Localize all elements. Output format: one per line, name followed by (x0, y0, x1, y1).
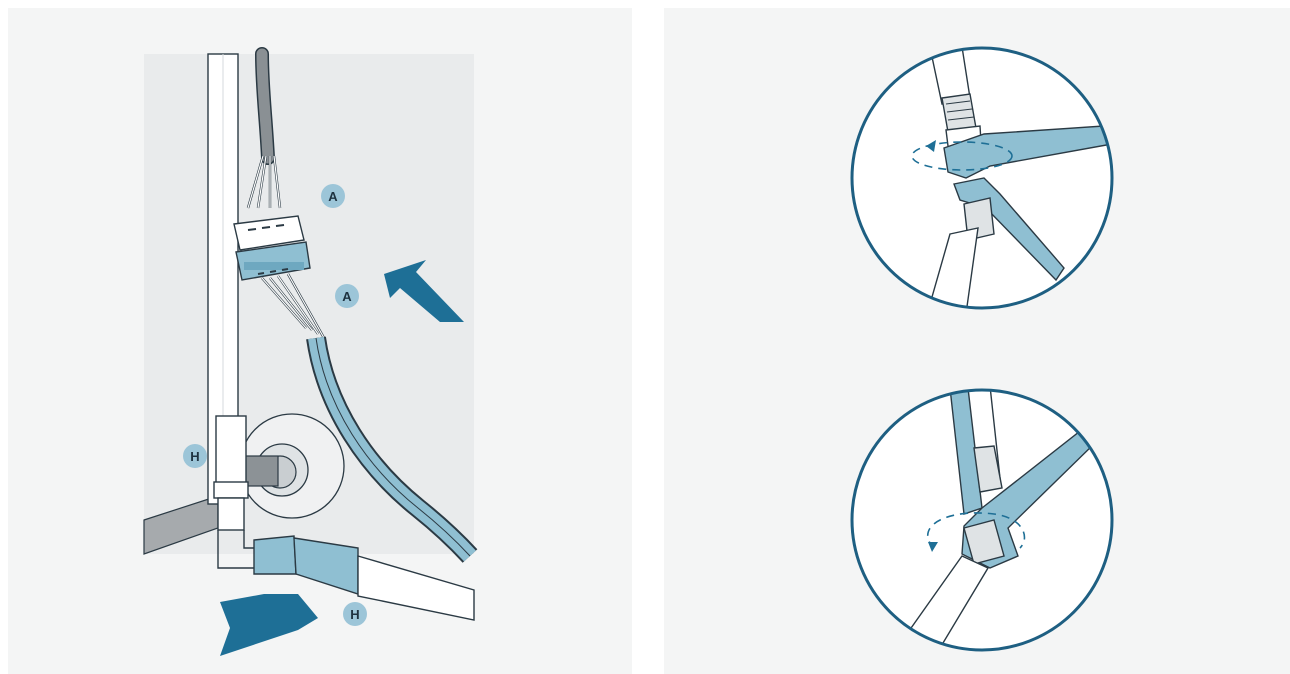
arrow-hose-direction (220, 594, 318, 656)
svg-text:A: A (328, 189, 338, 204)
label-a-top: A (321, 184, 345, 208)
svg-text:H: H (190, 449, 199, 464)
label-h-bottom: H (343, 602, 367, 626)
label-a-bottom: A (335, 284, 359, 308)
left-illustration-panel: A A H H (8, 8, 632, 674)
connection-illustration: A A H H (8, 8, 632, 674)
right-detail-panel (664, 8, 1290, 674)
svg-text:A: A (342, 289, 352, 304)
svg-text:H: H (350, 607, 359, 622)
label-h-left: H (183, 444, 207, 468)
hose-fitting-blue (254, 536, 296, 574)
wrench-details (664, 8, 1290, 674)
detail-top-tighten (852, 34, 1112, 328)
detail-bottom-tighten (852, 386, 1112, 658)
hose-h-horizontal (358, 556, 474, 620)
